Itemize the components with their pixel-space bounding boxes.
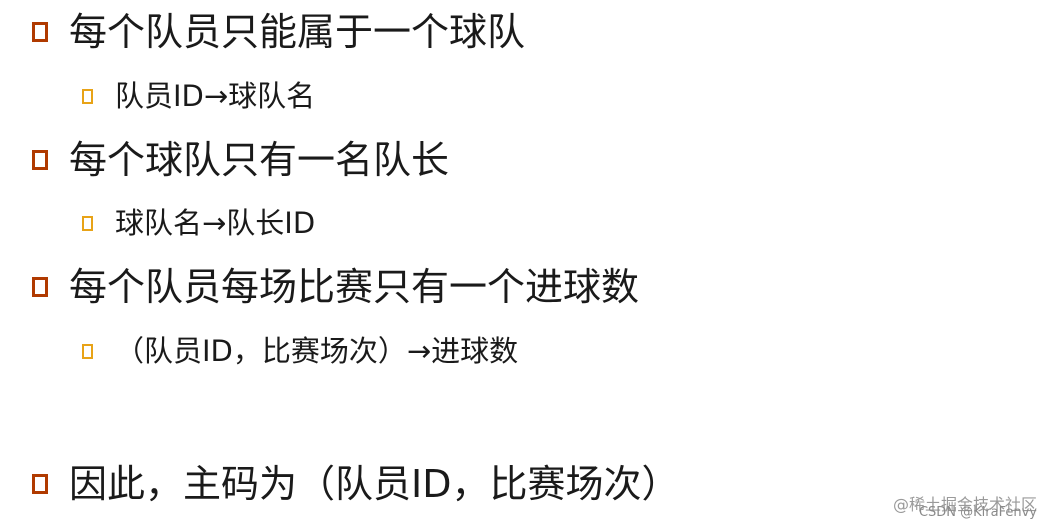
square-bullet-icon [32, 150, 48, 170]
watermark: @稀土掘金技术社区 CSDN @KiraFenvy [892, 495, 1037, 520]
bullet-text: 每个队员每场比赛只有一个进球数 [69, 265, 640, 309]
sub-bullet-item-1: 队员ID→球队名 [82, 76, 315, 116]
sub-bullet-text: （队员ID，比赛场次）→进球数 [115, 333, 519, 368]
bullet-text: 每个球队只有一名队长 [69, 138, 450, 182]
bullet-item-1: 每个队员只能属于一个球队 [32, 7, 525, 57]
watermark-line-2: CSDN @KiraFenvy [918, 505, 1037, 520]
sub-bullet-text: 球队名→队长ID [115, 205, 316, 240]
square-bullet-icon [82, 215, 93, 231]
bullet-item-4: 因此，主码为（队员ID，比赛场次） [32, 459, 679, 509]
square-bullet-icon [82, 343, 93, 359]
conclusion-text: 因此，主码为（队员ID，比赛场次） [69, 462, 680, 506]
bullet-item-3: 每个队员每场比赛只有一个进球数 [32, 262, 639, 312]
sub-bullet-text: 队员ID→球队名 [115, 78, 316, 113]
bullet-text: 每个队员只能属于一个球队 [69, 10, 526, 54]
sub-bullet-item-2: 球队名→队长ID [82, 203, 315, 243]
bullet-item-2: 每个球队只有一名队长 [32, 135, 449, 185]
watermark-line-1: @稀土掘金技术社区 [892, 495, 1037, 514]
square-bullet-icon [82, 88, 93, 104]
sub-bullet-item-3: （队员ID，比赛场次）→进球数 [82, 331, 518, 371]
square-bullet-icon [32, 277, 48, 297]
square-bullet-icon [32, 22, 48, 42]
square-bullet-icon [32, 474, 48, 494]
